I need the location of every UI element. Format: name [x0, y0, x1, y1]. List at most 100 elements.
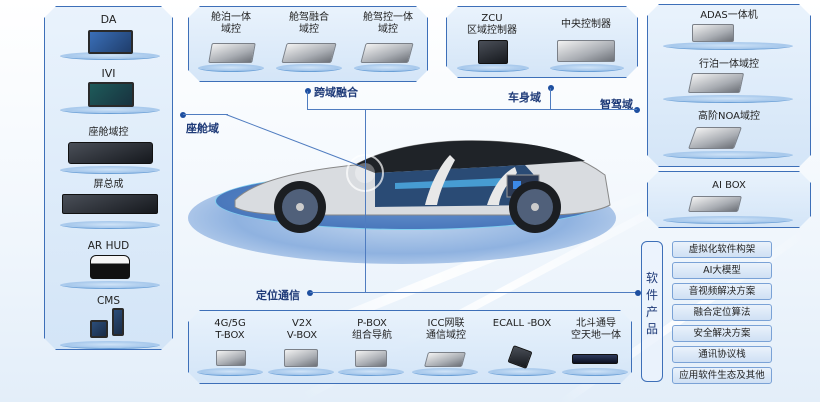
cross-domain-item-1: 舱泊一体 域控	[195, 12, 267, 36]
cabin-parking-controller-icon	[208, 43, 256, 63]
software-item-audio-video: 音视频解决方案	[672, 283, 772, 300]
software-item-protocol-stack: 通讯协议栈	[672, 346, 772, 363]
car-illustration	[234, 140, 611, 233]
device-plate	[663, 42, 793, 50]
positioning-domain-label: 定位通信	[256, 289, 300, 302]
item-label: ADAS一体机	[700, 10, 758, 21]
comm-item-icc: ICC网联 通信域控	[410, 318, 482, 342]
item-line2: V-BOX	[286, 330, 318, 341]
drive-park-controller-icon	[687, 73, 745, 93]
cross-domain-item-3: 舱驾控一体 域控	[350, 12, 426, 36]
adas-item-2: 行泊一体域控	[647, 59, 811, 71]
screen-assembly-icon	[62, 194, 158, 214]
device-plate	[60, 341, 160, 349]
item-line2: 区域控制器	[467, 25, 517, 36]
comm-item-tbox: 4G/5G T-BOX	[194, 318, 266, 342]
ai-box-icon	[688, 196, 742, 212]
cms-display-icon	[112, 308, 124, 336]
body-domain-item-zcu: ZCU 区域控制器	[452, 13, 532, 37]
item-line1: ECALL -BOX	[492, 318, 552, 329]
device-cockpit-controller: 座舱域控	[44, 127, 173, 139]
device-cms: CMS	[44, 295, 173, 307]
comm-item-vbox: V2X V-BOX	[266, 318, 338, 342]
adas-item-1: ADAS一体机	[647, 10, 811, 22]
device-label: IVI	[101, 67, 116, 80]
ai-box-item: AI BOX	[647, 180, 811, 192]
cabin-drive-fusion-controller-icon	[281, 43, 337, 63]
adas-connector-dot	[634, 107, 640, 113]
device-label: AR HUD	[87, 240, 130, 252]
adas-domain-label: 智驾域	[600, 98, 633, 111]
cms-camera-icon	[90, 320, 108, 338]
body-domain-label: 车身域	[508, 91, 541, 104]
item-line2: 域控	[299, 24, 319, 35]
device-label: CMS	[96, 295, 121, 307]
positioning-connector-dot	[307, 290, 313, 296]
item-line1: 4G/5G	[214, 318, 246, 329]
item-label: AI BOX	[712, 180, 746, 191]
device-plate	[60, 106, 160, 114]
comm-item-beidou: 北斗通导 空天地一体	[562, 318, 630, 342]
device-plate	[663, 216, 793, 224]
adas-item-3: 高阶NOA域控	[647, 111, 811, 123]
item-line1: 北斗通导	[576, 318, 616, 329]
item-line1: ICC网联	[427, 318, 465, 329]
item-line1: 舱驾控一体	[363, 12, 413, 23]
item-line1: ZCU	[481, 13, 503, 24]
device-plate	[488, 368, 556, 376]
body-connector-line	[550, 88, 551, 109]
top-connector-bar	[307, 109, 637, 110]
device-plate	[197, 368, 263, 376]
cockpit-connector-dot	[180, 112, 186, 118]
comm-item-pbox: P-BOX 组合导航	[336, 318, 408, 342]
item-line1: 中央控制器	[561, 19, 611, 30]
device-plate	[60, 52, 160, 60]
device-ivi: IVI	[44, 68, 173, 80]
software-products-title: 软 件 产 品	[641, 241, 663, 382]
zcu-controller-icon	[478, 40, 508, 64]
noa-controller-icon	[687, 127, 743, 149]
software-item-security: 安全解决方案	[672, 325, 772, 342]
device-plate	[457, 64, 529, 72]
item-line1: 舱泊一体	[211, 12, 251, 23]
item-line2: 域控	[221, 24, 241, 35]
device-plate	[60, 166, 160, 174]
title-char: 品	[645, 322, 658, 336]
item-line1: V2X	[291, 318, 313, 329]
device-plate	[338, 368, 404, 376]
cabin-drive-control-controller-icon	[360, 43, 414, 63]
da-screen-icon	[88, 30, 133, 54]
device-plate	[60, 281, 160, 289]
item-line2: T-BOX	[215, 330, 245, 341]
item-line1: 舱驾融合	[289, 12, 329, 23]
item-line2: 域控	[378, 24, 398, 35]
title-char: 件	[645, 288, 658, 302]
cockpit-connector-line	[183, 114, 228, 115]
item-line2: 通信域控	[426, 330, 466, 341]
device-plate	[663, 151, 793, 159]
device-plate	[60, 221, 160, 229]
cockpit-device-panel	[44, 6, 173, 350]
cockpit-controller-icon	[68, 142, 153, 164]
cockpit-domain-label: 座舱域	[186, 122, 219, 135]
device-ar-hud: AR HUD	[44, 240, 173, 252]
body-connector-dot	[548, 85, 554, 91]
pbox-icon	[355, 350, 387, 367]
software-item-virtualization: 虚拟化软件构架	[672, 241, 772, 258]
title-char: 产	[645, 305, 658, 319]
center-connector-stem	[365, 109, 366, 293]
cross-domain-item-2: 舱驾融合 域控	[273, 12, 345, 36]
ivi-screen-icon	[88, 82, 134, 107]
device-plate	[268, 368, 334, 376]
title-char: 软	[645, 271, 658, 285]
cross-domain-label: 跨域融合	[314, 86, 358, 99]
software-item-ai-model: AI大模型	[672, 262, 772, 279]
item-line2: 空天地一体	[571, 330, 621, 341]
vbox-icon	[284, 349, 318, 367]
device-da: DA	[44, 14, 173, 26]
device-plate	[198, 64, 264, 72]
central-controller-icon	[557, 40, 615, 62]
software-connector-dot	[635, 290, 641, 296]
device-plate	[562, 368, 628, 376]
